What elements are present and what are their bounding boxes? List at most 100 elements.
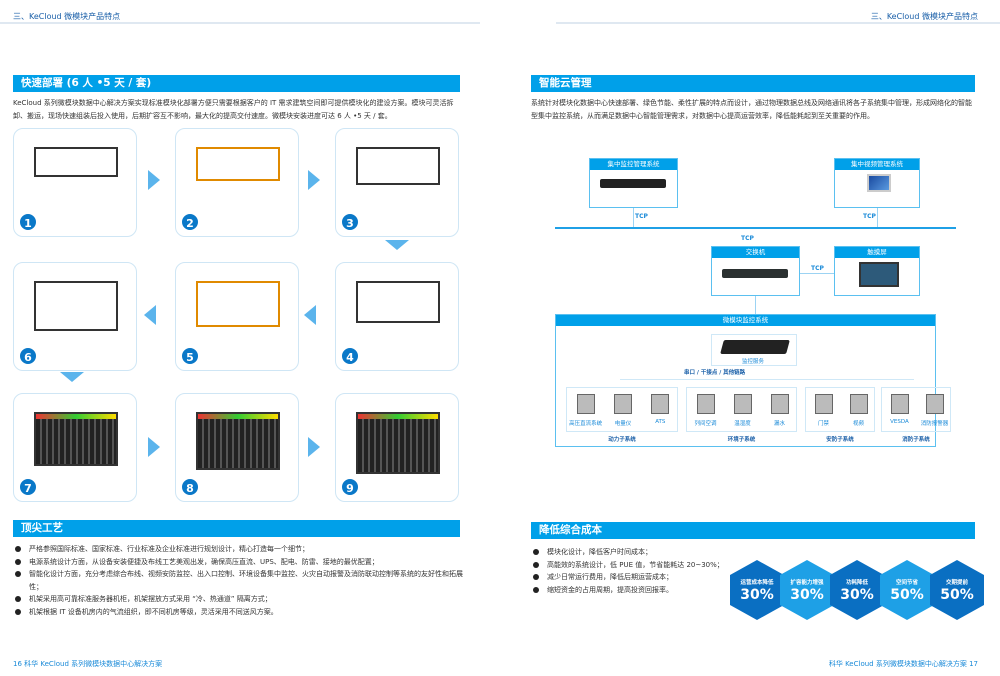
page-number: 17 [969, 660, 978, 668]
deploy-text: KeCloud 系列微模块数据中心解决方案实现标准模块化部署方便只需要根据客户的… [13, 99, 454, 120]
deploy-step-panel: 6 [13, 262, 137, 371]
flow-arrow-icon [308, 437, 320, 457]
list-item: 高能效的系统设计，低 PUE 值，节省能耗达 20~30%； [531, 559, 731, 572]
step-number: 2 [180, 212, 200, 232]
tcp-label: TCP [863, 213, 876, 220]
subsystem-group: 列间空调温湿度漏水 [686, 387, 797, 432]
hex-value: 30% [790, 587, 824, 603]
box-title: 集中监控管理系统 [590, 159, 677, 170]
list-item: 严格参照国际标准、国家标准、行业标准及企业标准进行规划设计，精心打造每一个细节； [13, 543, 463, 556]
flow-arrow-icon [148, 170, 160, 190]
deploy-step-panel: 7 [13, 393, 137, 502]
box-title: 集中视频管理系统 [835, 159, 919, 170]
server-icon [720, 340, 790, 354]
device-icon [849, 394, 868, 414]
section-header-right: 三、KeCloud 微模块产品特点 [870, 12, 978, 21]
section-header-left: 三、KeCloud 微模块产品特点 [13, 12, 121, 21]
box-title: 交换机 [712, 247, 799, 258]
device-label: 消防报警器 [920, 421, 949, 427]
device-icon [614, 394, 632, 414]
switch-icon [722, 269, 788, 278]
box-title: 触摸屏 [835, 247, 919, 258]
step-number: 7 [18, 477, 38, 497]
deploy-step-panel: 1 [13, 128, 137, 237]
hex-value: 50% [940, 587, 974, 603]
subsystem-label: 消防子系统 [902, 437, 930, 443]
video-mgmt-box: 集中视频管理系统 [834, 158, 920, 208]
hex-label: 空间节省 [895, 580, 918, 586]
tcp-label: TCP [811, 265, 824, 272]
craft-title: 顶尖工艺 [13, 520, 460, 537]
hex-label: 运营成本降低 [740, 580, 774, 586]
monitor-service-label: 监控服务 [742, 359, 765, 365]
hex-value: 30% [840, 587, 874, 603]
device-label: 电量仪 [614, 421, 632, 427]
device-icon [925, 394, 944, 414]
device-icon [733, 394, 752, 414]
module-illustration [196, 412, 280, 470]
flow-arrow-icon [60, 372, 84, 382]
list-item: 电源系统设计方面，从设备安装便捷及布线工艺美观出发，确保高压直流、UPS、配电、… [13, 556, 463, 569]
device-label: 列间空调 [694, 421, 717, 427]
footer-title: 科华 KeCloud 系列微模块数据中心解决方案 [828, 660, 967, 668]
hex-label: 扩容能力增强 [790, 580, 824, 586]
device-label: 视频 [852, 421, 864, 427]
module-illustration [196, 147, 280, 181]
list-item: 智能化设计方面，充分考虑综合布线、视频安防监控、出入口控制、环境设备集中监控、火… [13, 568, 463, 593]
micro-monitor-box: 微模块监控系统 监控服务 串口 / 干接点 / 其他链路 高压直流系统 电量仪 AT… [555, 314, 951, 447]
link-label: 串口 / 干接点 / 其他链路 [684, 370, 746, 376]
cloud-text: 系统针对模块化数据中心快速部署、绿色节能、柔性扩展的特点而设计，通过物理数据总线… [531, 99, 972, 120]
box-title: 微模块监控系统 [556, 315, 935, 326]
page-number: 16 [13, 660, 22, 668]
module-illustration [356, 147, 440, 185]
flow-arrow-icon [304, 305, 316, 325]
subsystem-label: 环境子系统 [727, 437, 756, 443]
module-illustration [34, 412, 118, 466]
list-item: 机架根据 IT 设备机房内的气流组织，即不同机房等级，灵活采用不同送风方案。 [13, 606, 463, 619]
device-icon [696, 394, 715, 414]
device-label: ATS [655, 419, 666, 425]
deploy-step-panel: 5 [175, 262, 299, 371]
monitor-service: 监控服务 [711, 334, 797, 366]
deploy-step-panel: 3 [335, 128, 459, 237]
device-icon [890, 394, 909, 414]
flow-arrow-icon [144, 305, 156, 325]
device-label: VESDA [890, 419, 909, 425]
step-number: 9 [340, 477, 360, 497]
device-label: 高压直流系统 [569, 421, 603, 427]
list-item: 减少日常运行费用，降低后期运营成本； [531, 571, 731, 584]
footer-left: 16 科华 KeCloud 系列微模块数据中心解决方案 [13, 659, 162, 669]
step-number: 6 [18, 346, 38, 366]
step-number: 4 [340, 346, 360, 366]
footer-title: 科华 KeCloud 系列微模块数据中心解决方案 [24, 660, 163, 668]
device-label: 温湿度 [734, 421, 751, 427]
touchscreen-icon [859, 262, 899, 287]
header-divider [0, 22, 480, 24]
cost-list: 模块化设计，降低客户时间成本； 高能效的系统设计，低 PUE 值，节省能耗达 2… [531, 546, 731, 596]
device-label: 门禁 [817, 421, 829, 427]
tcp-label: TCP [635, 213, 648, 220]
flow-arrow-icon [148, 437, 160, 457]
deploy-step-panel: 4 [335, 262, 459, 371]
module-illustration [356, 281, 440, 323]
step-number: 1 [18, 212, 38, 232]
bus-line [555, 227, 956, 229]
subsystem-group: VESDA 消防报警器 [881, 387, 951, 432]
tcp-label: TCP [741, 235, 754, 242]
module-illustration [196, 281, 280, 327]
hex-label: 交期提前 [945, 580, 968, 586]
step-number: 5 [180, 346, 200, 366]
deploy-step-panel: 2 [175, 128, 299, 237]
header-divider [556, 22, 1000, 24]
device-icon [651, 394, 670, 414]
subsystem-group: 门禁 视频 [805, 387, 875, 432]
device-icon [814, 394, 833, 414]
touchscreen-box: 触摸屏 [834, 246, 920, 296]
module-illustration [356, 412, 440, 474]
subsystem-label: 安防子系统 [826, 437, 854, 443]
